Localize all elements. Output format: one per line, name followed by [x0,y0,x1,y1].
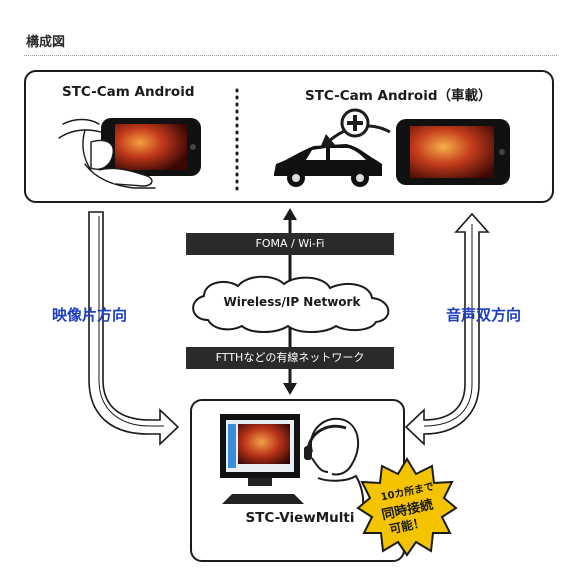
plus-arrow-icon [320,108,391,148]
monitor-illustration [220,414,304,504]
label-stc-cam-android: STC-Cam Android [62,84,195,100]
phone-vehicle-illustration [396,119,510,185]
car-illustration [274,144,382,187]
label-video-one-way: 映像片方向 [52,306,128,324]
title-divider [24,55,557,56]
foma-wifi-bar: FOMA / Wi-Fi [186,233,394,255]
ftth-bar: FTTHなどの有線ネットワーク [186,347,394,369]
starburst-badge [356,457,458,557]
operator-headset-illustration [304,417,365,509]
label-stc-viewmulti: STC-ViewMulti [245,510,355,526]
hand-holding-phone-illustration [58,118,201,189]
cloud-label: Wireless/IP Network [223,295,361,309]
label-audio-two-way: 音声双方向 [446,306,522,324]
section-title: 構成図 [26,35,66,50]
label-stc-cam-android-vehicle: STC-Cam Android（車載） [305,88,492,104]
cloud-shape [192,275,390,333]
